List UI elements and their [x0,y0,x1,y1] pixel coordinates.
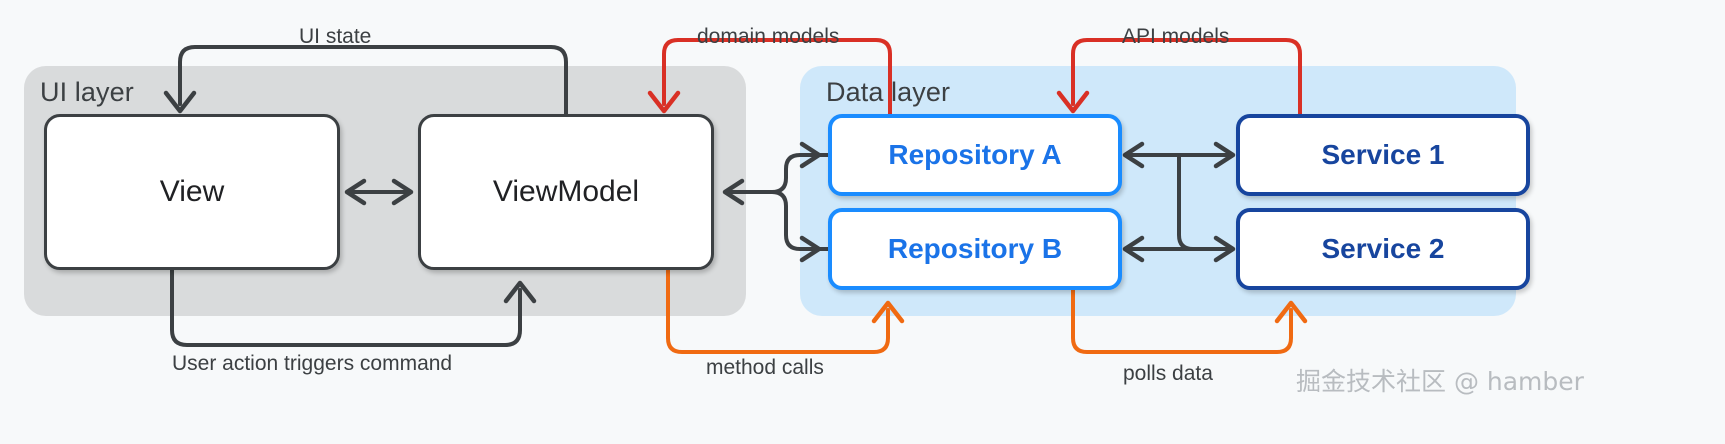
edge-label-domain-models: domain models [697,25,840,48]
edge-label-user-action: User action triggers command [172,352,453,375]
edge-label-method-calls: method calls [706,356,824,379]
edge-label-polls-data: polls data [1123,362,1213,385]
node-service-2[interactable]: Service 2 [1236,208,1530,290]
data-layer-label: Data layer [826,77,951,107]
node-view[interactable]: View [44,114,340,270]
node-repository-a[interactable]: Repository A [828,114,1122,196]
ui-layer-label: UI layer [40,77,134,107]
node-service-1[interactable]: Service 1 [1236,114,1530,196]
edge-label-api-models: API models [1122,25,1230,48]
node-repository-b[interactable]: Repository B [828,208,1122,290]
edge-label-ui-state: UI state [299,25,372,48]
watermark-text: 掘金技术社区 @ hamber [1296,367,1584,396]
node-viewmodel[interactable]: ViewModel [418,114,714,270]
